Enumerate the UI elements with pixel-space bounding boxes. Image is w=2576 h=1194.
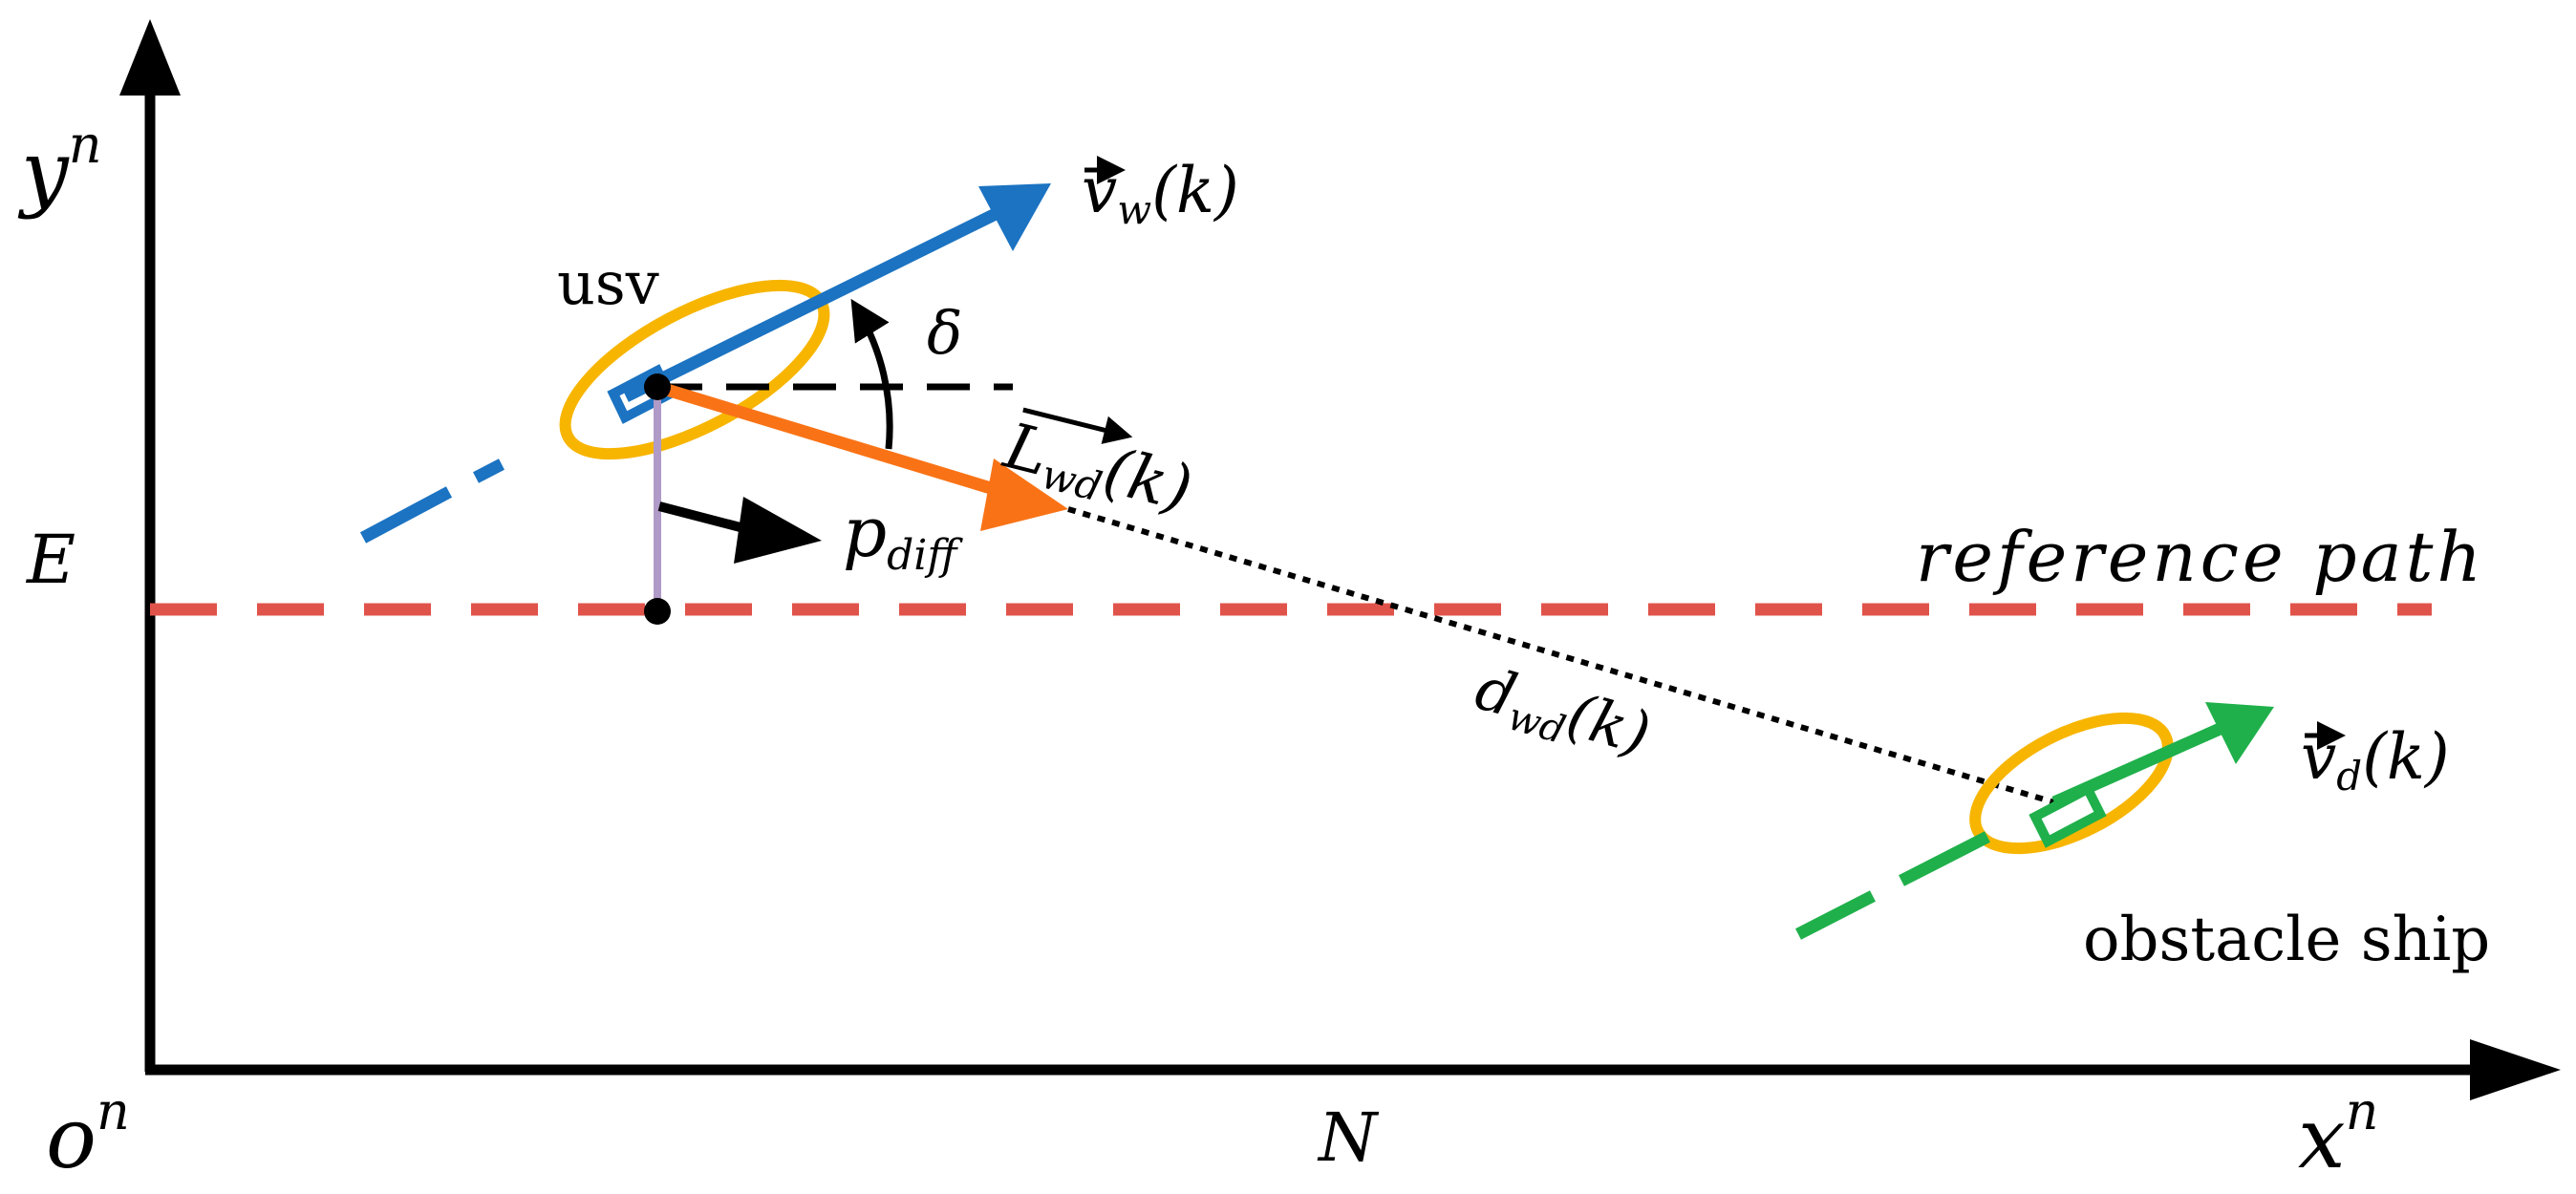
obstacle-heading-dash-2 xyxy=(1899,831,1990,886)
usv-heading-dash-2 xyxy=(473,458,504,483)
axes xyxy=(119,19,2561,1100)
p-diff-label: pdiff xyxy=(843,492,963,580)
svg-text:vd(k): vd(k) xyxy=(2301,720,2450,800)
usv-position-dot xyxy=(644,373,671,400)
e-label: E xyxy=(25,521,75,599)
origin-label: on xyxy=(46,1081,130,1187)
obstacle-heading-dash-1 xyxy=(1795,890,1876,940)
usv-heading-dash-1 xyxy=(359,486,453,544)
reference-path-label: reference path xyxy=(1916,517,2485,597)
usv-heading-line xyxy=(623,204,1006,402)
x-axis-arrowhead xyxy=(2470,1039,2561,1100)
y-axis-label: yn xyxy=(17,115,102,221)
l-wd-overarrow xyxy=(1022,407,1133,444)
obstacle-label: obstacle ship xyxy=(2083,905,2490,975)
obstacle-hull xyxy=(1969,712,2174,855)
l-wd-vector xyxy=(655,380,1005,499)
usv-heading-arrowhead xyxy=(978,183,1051,251)
p-diff-arrowhead xyxy=(734,497,822,564)
delta-label: δ xyxy=(927,298,962,368)
n-label: N xyxy=(1317,1098,1380,1177)
d-wd-line xyxy=(1067,506,2055,805)
delta-arc xyxy=(850,298,893,450)
p-diff-arrow-line xyxy=(657,501,757,536)
y-axis-arrowhead xyxy=(119,19,181,96)
v-d-label: vd(k) xyxy=(2301,720,2450,800)
svg-text:vw(k): vw(k) xyxy=(1082,154,1239,233)
obstacle-body-marker xyxy=(2029,782,2107,848)
x-axis-label: xn xyxy=(2298,1081,2378,1187)
usv-label: usv xyxy=(557,248,659,318)
path-projection-dot xyxy=(644,598,671,625)
l-wd-arrowhead xyxy=(980,458,1068,531)
obstacle-heading-arrowhead xyxy=(2205,702,2274,764)
v-w-label: vw(k) xyxy=(1082,154,1239,233)
svg-text:dwd(k): dwd(k) xyxy=(1467,653,1658,776)
d-wd-label: dwd(k) xyxy=(1467,653,1658,776)
